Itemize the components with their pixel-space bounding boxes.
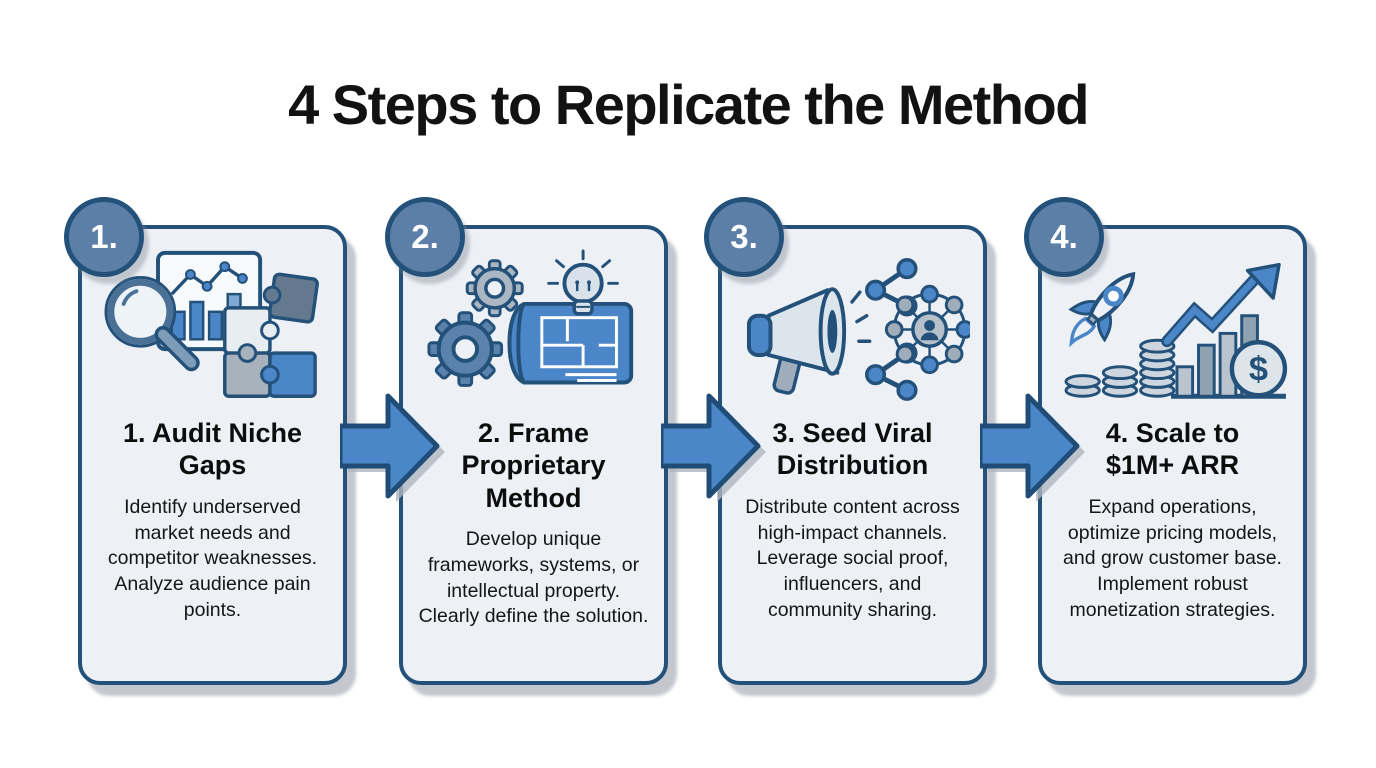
puzzle-icon [223,272,319,398]
step-3-number-badge: 3. [704,197,784,277]
step-2-description: Develop unique frameworks, systems, or i… [418,528,649,628]
step-1-number-badge: 1. [64,197,144,277]
step-4-title: 4. Scale to $1M+ ARR [1105,418,1240,481]
gear-small-icon [465,259,524,318]
megaphone-icon [746,287,872,395]
step-2-number-badge: 2. [385,197,465,277]
magnifier-icon [104,275,200,372]
step-2-illustration [403,243,664,413]
growth-chart-icon [1161,262,1286,399]
gear-large-icon [427,311,504,387]
step-card-4: 4. [1024,197,1307,685]
lightbulb-icon [547,249,619,316]
dollar-coin-icon: $ [1229,340,1288,398]
arrow-right-icon [980,393,1085,502]
arrow-right-icon [661,393,766,502]
step-card-1: 1. [64,197,347,685]
magnifier-chart-puzzle-icon [104,250,319,398]
coin-stacks-icon [1064,338,1176,398]
blueprint-icon [507,301,634,385]
rocket-icon [1068,271,1136,348]
step-3-illustration [722,243,983,413]
megaphone-share-network-icon [746,258,970,401]
step-3-title: 3. Seed Viral Distribution [772,418,933,481]
network-icon [884,284,970,375]
step-card-2: 2. [385,197,668,685]
page-title: 4 Steps to Replicate the Method [288,73,1089,136]
step-3-description: Distribute content across high-impact ch… [745,495,960,621]
rocket-coins-growth-dollar-icon: $ [1064,262,1288,399]
step-2-title: 2. Frame Proprietary Method [461,418,606,513]
step-4-description: Expand operations, optimize pricing mode… [1063,495,1282,621]
step-4-number-badge: 4. [1024,197,1104,277]
dollar-glyph: $ [1249,351,1268,389]
step-1-description: Identify underserved market needs and co… [107,495,318,621]
arrow-right-icon [340,393,445,502]
step-1-illustration [82,243,343,413]
step-1-title: 1. Audit Niche Gaps [122,418,303,481]
step-4-illustration: $ [1042,243,1303,413]
gears-blueprint-lightbulb-icon [427,249,634,387]
